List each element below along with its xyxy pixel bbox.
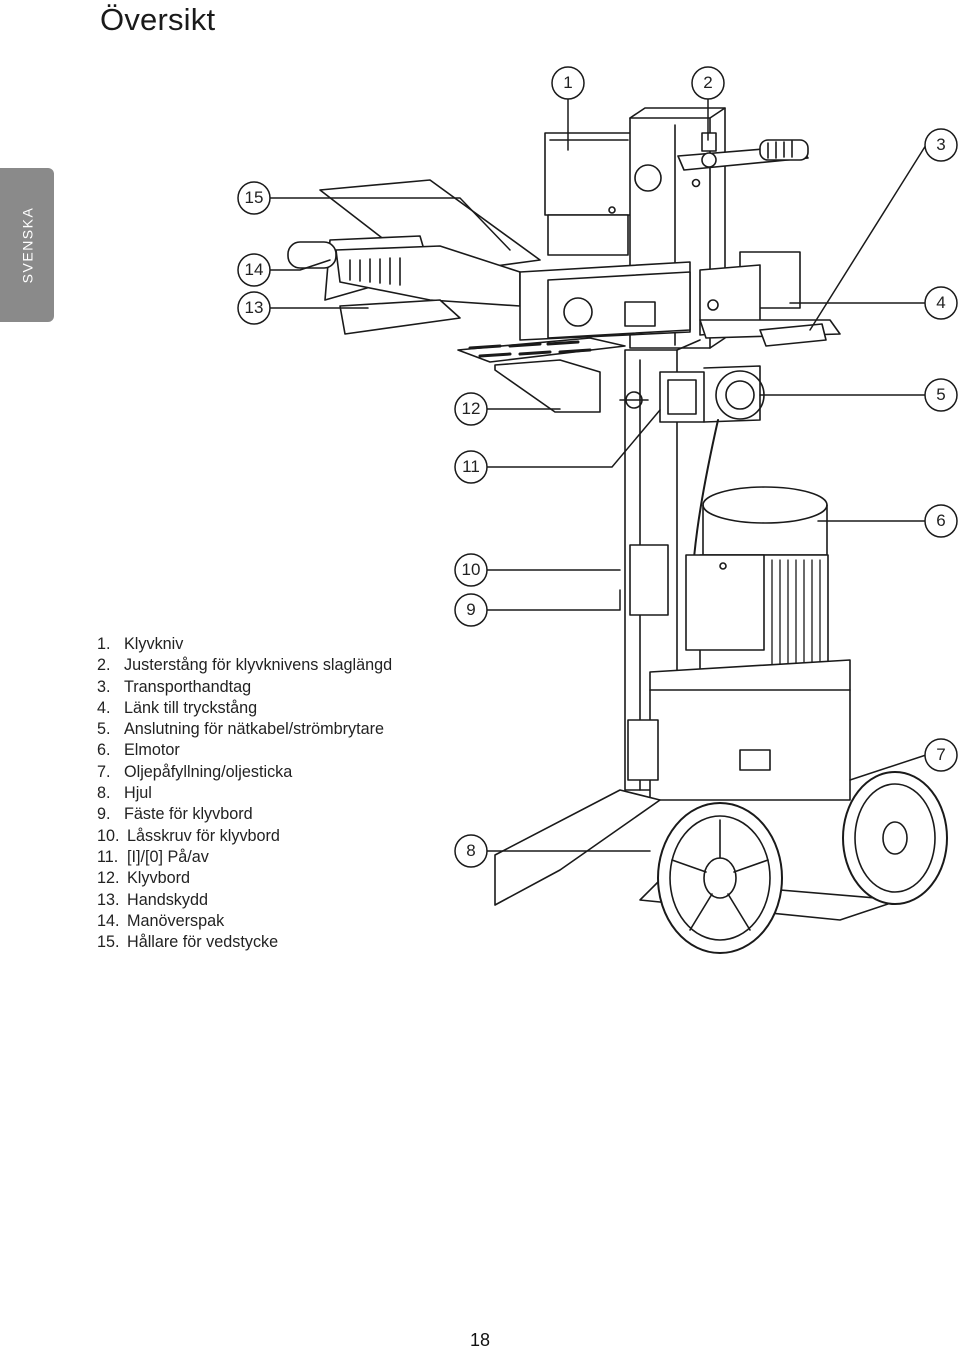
legend-item: 13.Handskydd [97, 890, 208, 909]
page-number: 18 [469, 1330, 491, 1350]
wheel-right [842, 771, 948, 905]
legend-item: 10.Låsskruv för klyvbord [97, 826, 280, 845]
callout-circles [237, 66, 958, 868]
legend-item: 4.Länk till tryckstång [97, 698, 258, 717]
push-rod-link [699, 251, 841, 347]
control-lever [287, 179, 541, 335]
legend-item: 9.Fäste för klyvbord [97, 805, 253, 824]
callout-6: 6 [936, 511, 946, 530]
callout-13: 13 [244, 298, 264, 317]
callout-12: 12 [461, 399, 481, 418]
legend-item: 3.Transporthandtag [97, 677, 252, 696]
callout-leaders [269, 97, 927, 852]
callout-11: 11 [462, 457, 480, 476]
callout-14: 14 [244, 260, 264, 279]
callout-8: 8 [466, 841, 476, 860]
legend-item: 1.Klyvkniv [97, 635, 184, 653]
callout-10: 10 [461, 560, 481, 579]
callout-7: 7 [936, 745, 946, 764]
legend-item: 14.Manöverspak [97, 911, 225, 930]
transport-handle [677, 132, 809, 171]
legend-item: 2.Justerstång för klyvknivens slaglängd [97, 656, 393, 675]
power-switch [659, 365, 765, 423]
callout-15: 15 [244, 188, 264, 207]
legend-item: 7.Oljepåfyllning/oljesticka [97, 762, 293, 781]
callout-4: 4 [936, 293, 946, 312]
legend-item: 6.Elmotor [97, 741, 180, 760]
legend-item: 5.Anslutning för nätkabel/strömbrytare [97, 720, 385, 739]
cross-beam [519, 261, 691, 341]
callout-1: 1 [563, 73, 573, 92]
electric-motor [685, 486, 829, 671]
wheel-left [657, 802, 783, 954]
splitting-knife [544, 132, 634, 256]
base-housing [627, 544, 851, 801]
callout-9: 9 [466, 600, 476, 619]
parts-legend: 1.Klyvkniv 2.Justerstång för klyvknivens… [97, 634, 392, 953]
callout-3: 3 [936, 135, 946, 154]
legend-item: 15.Hållare för vedstycke [97, 933, 279, 952]
callout-5: 5 [936, 385, 946, 404]
language-tab: SVENSKA [0, 168, 54, 322]
legend-item: 12.Klyvbord [97, 869, 190, 888]
callout-2: 2 [703, 73, 713, 92]
splitting-table [457, 337, 649, 413]
legend-item: 8.Hjul [97, 784, 152, 803]
legend-item: 11.[I]/[0] På/av [97, 847, 209, 866]
page-title: Översikt [100, 2, 216, 37]
